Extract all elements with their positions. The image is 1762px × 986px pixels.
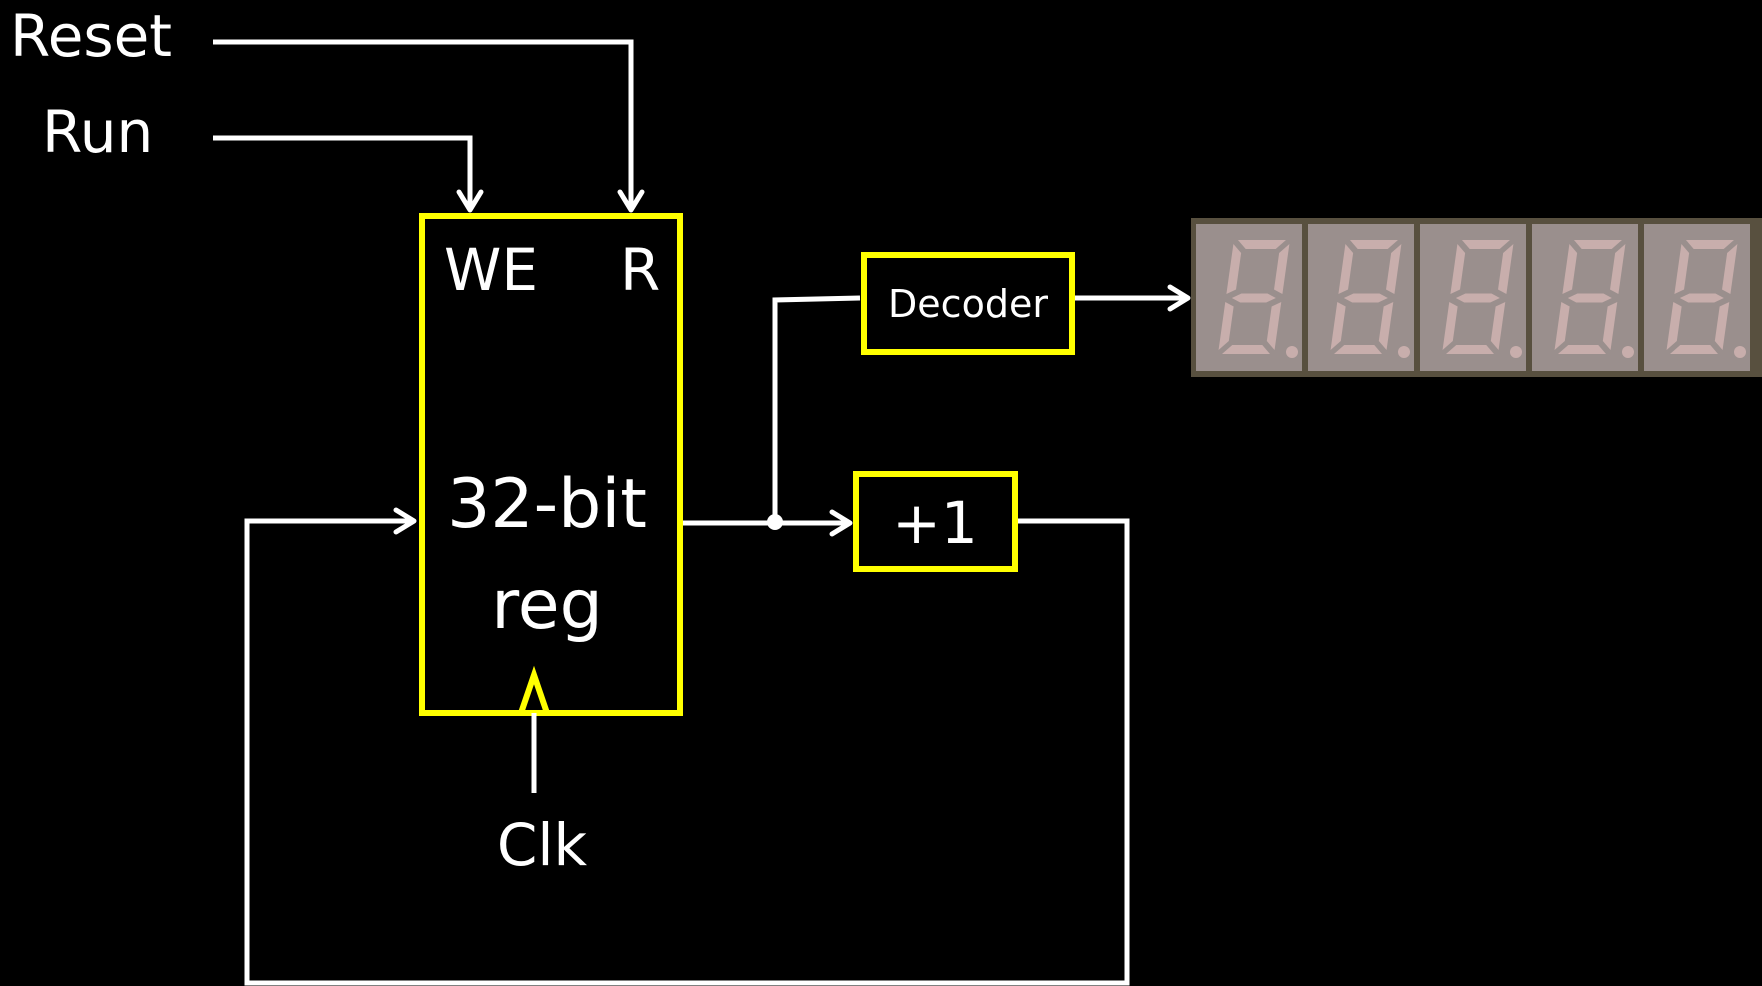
segment-f (1674, 244, 1690, 294)
decimal-point (1734, 346, 1746, 358)
segment-c (1266, 302, 1282, 350)
segment-e (1442, 302, 1458, 350)
segment-c (1714, 302, 1730, 350)
feedback-arrowhead (393, 507, 417, 535)
segment-g (1343, 293, 1388, 303)
seven-segment-display (1191, 218, 1762, 377)
clock-label: Clk (497, 811, 588, 879)
decoder-input-wire (772, 295, 861, 522)
segment-b (1610, 244, 1626, 294)
segment-d (1670, 345, 1718, 354)
segment-f (1338, 244, 1354, 294)
incrementer-label: +1 (892, 489, 978, 557)
reset-arrowhead (617, 189, 645, 213)
run-wire (213, 135, 473, 208)
segment-d (1334, 345, 1382, 354)
incrementer-arrowhead (829, 509, 853, 537)
decoder-label: Decoder (888, 282, 1048, 326)
segment-a (1461, 240, 1510, 249)
run-arrowhead (456, 189, 484, 213)
run-label: Run (42, 98, 153, 166)
decimal-point (1286, 346, 1298, 358)
segment-a (1237, 240, 1286, 249)
segment-g (1567, 293, 1612, 303)
segment-d (1222, 345, 1270, 354)
segment-g (1231, 293, 1276, 303)
segment-f (1226, 244, 1242, 294)
segment-g (1455, 293, 1500, 303)
incrementer-block (853, 471, 1018, 572)
segment-c (1490, 302, 1506, 350)
segment-g (1679, 293, 1724, 303)
register-block (419, 213, 683, 716)
segment-f (1562, 244, 1578, 294)
segment-b (1722, 244, 1738, 294)
decoder-block (861, 252, 1075, 355)
segment-a (1573, 240, 1622, 249)
decimal-point (1622, 346, 1634, 358)
segment-d (1446, 345, 1494, 354)
display-arrowhead (1167, 284, 1191, 312)
segment-b (1274, 244, 1290, 294)
display-digit (1308, 224, 1414, 371)
r-port-label: R (620, 236, 660, 304)
clock-edge-triangle (518, 665, 550, 714)
decimal-point (1398, 346, 1410, 358)
segment-e (1218, 302, 1234, 350)
segment-f (1450, 244, 1466, 294)
register-title-line2: reg (491, 566, 602, 645)
segment-c (1378, 302, 1394, 350)
reset-wire (213, 39, 634, 208)
segment-b (1386, 244, 1402, 294)
display-digit (1644, 224, 1750, 371)
segment-c (1602, 302, 1618, 350)
reset-label: Reset (10, 2, 172, 70)
register-title-line1: 32-bit (447, 465, 647, 544)
display-digit (1532, 224, 1638, 371)
segment-e (1330, 302, 1346, 350)
feedback-wire (244, 518, 1130, 986)
decimal-point (1510, 346, 1522, 358)
segment-e (1554, 302, 1570, 350)
display-digit (1420, 224, 1526, 371)
segment-b (1498, 244, 1514, 294)
segment-d (1558, 345, 1606, 354)
segment-e (1666, 302, 1682, 350)
segment-a (1349, 240, 1398, 249)
segment-a (1685, 240, 1734, 249)
we-port-label: WE (444, 236, 538, 304)
display-digit (1196, 224, 1302, 371)
